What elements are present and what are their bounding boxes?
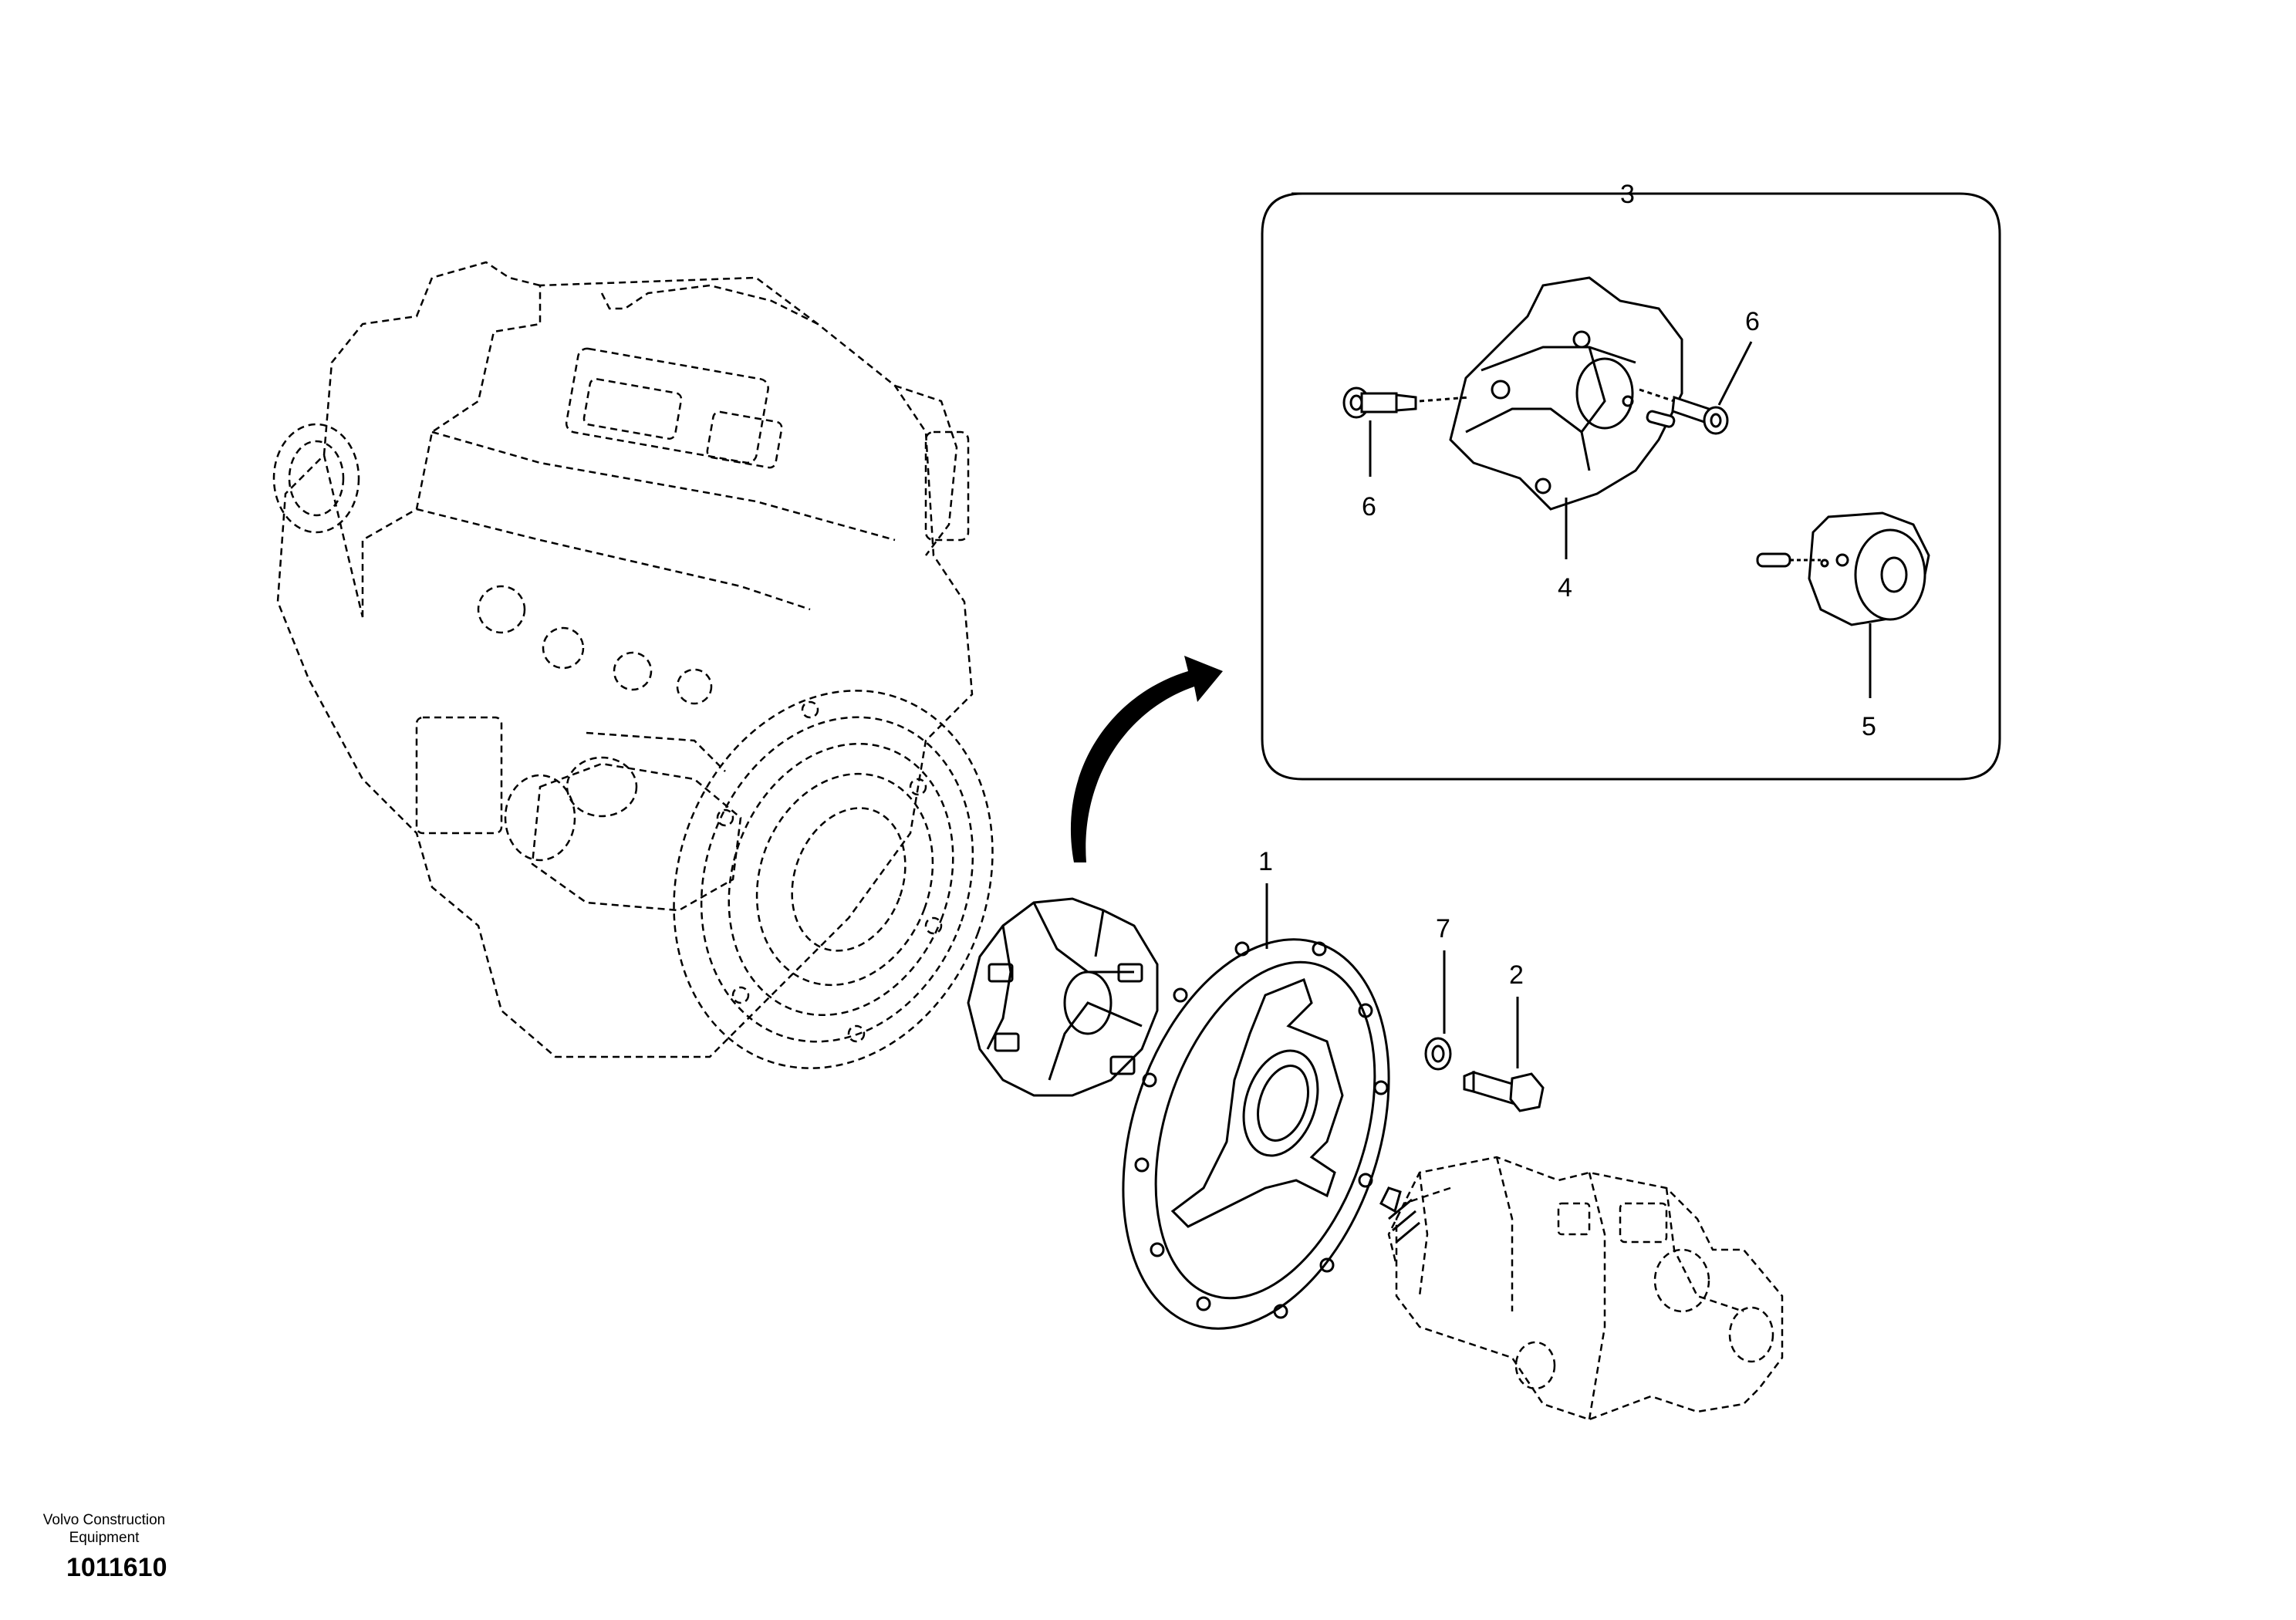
cap-screw-left — [1342, 386, 1470, 419]
spring-washer — [1424, 1037, 1452, 1071]
callout-7: 7 — [1436, 914, 1450, 943]
callout-2: 2 — [1509, 960, 1524, 990]
drawing-number: 1011610 — [66, 1553, 167, 1582]
callout-labels: 1 2 3 4 5 6 6 7 — [1258, 180, 1876, 990]
pin-small-upper — [1646, 410, 1676, 428]
callout-3: 3 — [1620, 180, 1635, 209]
detail-box — [1261, 192, 2001, 781]
callout-6-right: 6 — [1745, 307, 1760, 336]
callout-1: 1 — [1258, 847, 1273, 876]
company-name-line-2: Equipment — [69, 1530, 140, 1546]
callout-4: 4 — [1558, 573, 1572, 602]
callout-5: 5 — [1862, 712, 1876, 741]
hex-bolt — [1463, 1070, 1545, 1112]
cap-screw-right — [1639, 388, 1729, 435]
engine-outline — [272, 261, 994, 1069]
flange-plate — [1122, 938, 1390, 1330]
leader-lines — [1265, 341, 1872, 1068]
coupling-element-main — [967, 897, 1159, 1097]
detail-arrow — [1070, 656, 1223, 862]
hydraulic-pump-outline — [1379, 1156, 1784, 1421]
bushing — [1756, 511, 1930, 626]
callout-6-left: 6 — [1362, 492, 1376, 521]
coupling-element-detail — [1449, 276, 1683, 511]
company-name-line-1: Volvo Construction — [42, 1512, 166, 1528]
